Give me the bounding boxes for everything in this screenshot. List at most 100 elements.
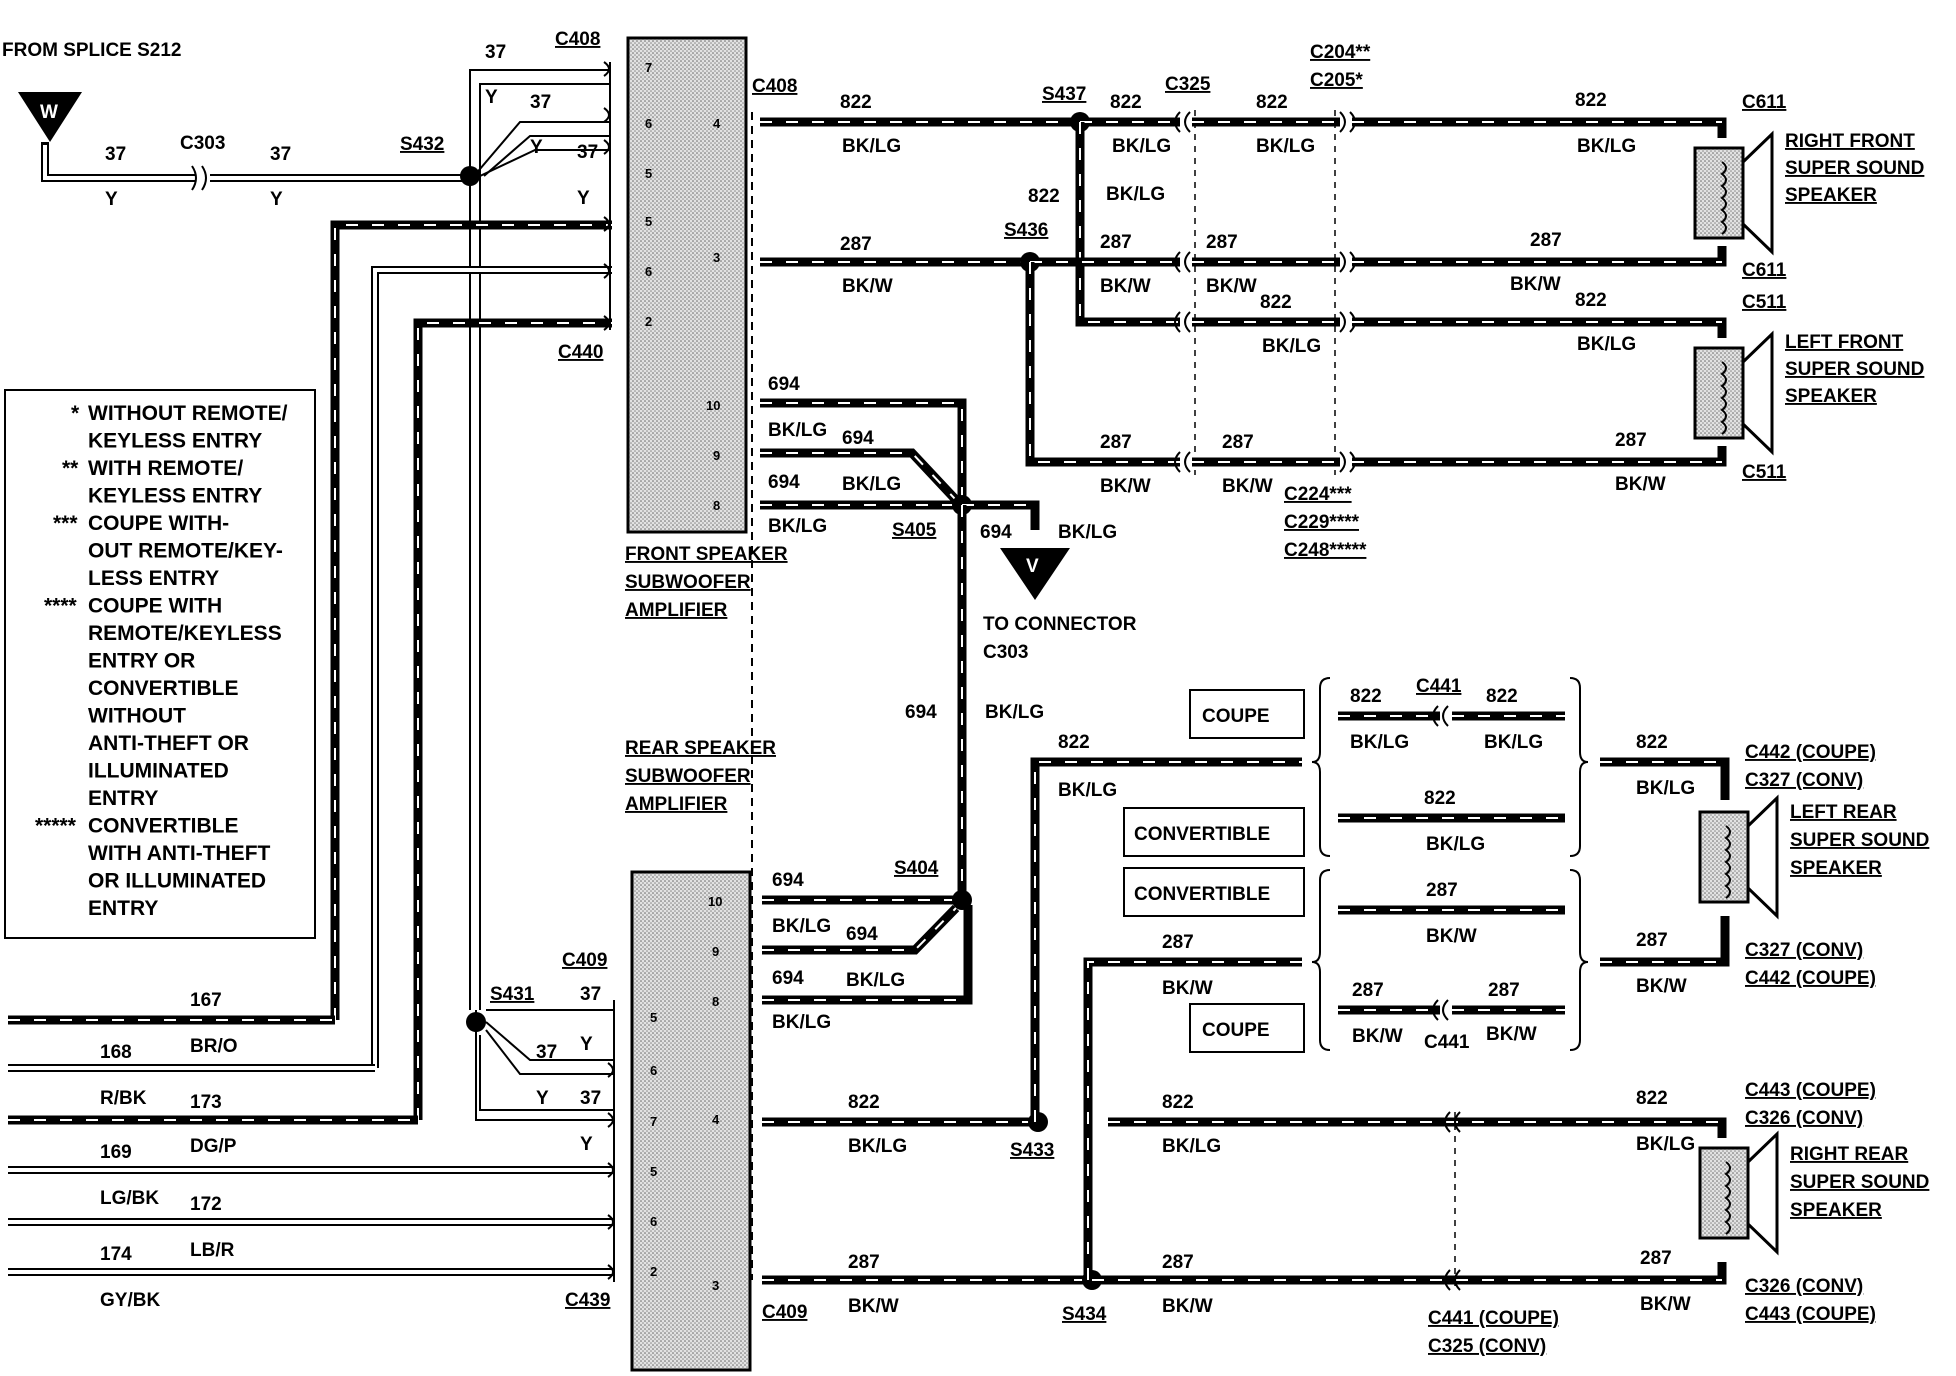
wire-label: 287 [840,234,872,255]
wire-label: BK/LG [1058,522,1117,543]
legend-line: COUPE WITH- [88,512,229,535]
wire-label: BK/W [1100,276,1151,297]
wire-label: RIGHT REAR [1790,1144,1909,1165]
wire-label: 694 [768,374,800,395]
wire-label: BK/LG [1426,834,1485,855]
wire-label: 822 [1486,686,1518,707]
legend-line: ENTRY OR [88,650,195,673]
wire-label: 822 [1260,292,1292,313]
legend-mark: * [71,402,80,425]
wire-y-low: Y [577,188,590,209]
front-amplifier [626,36,748,534]
legend-box [4,389,316,939]
wire-label: BK/LG [1350,732,1409,753]
wire-color-y: Y [105,189,118,210]
wire-label: BK/LG [1112,136,1171,157]
wire-label: 9 [713,448,720,463]
wire-label: BK/W [1352,1026,1403,1047]
legend-line: ILLUMINATED [88,760,229,783]
rear-amp-label-2: SUBWOOFER [625,766,751,787]
legend-line: OR ILLUMINATED [88,870,266,893]
splice-s432: S432 [400,134,444,155]
wire-label: BK/LG [1262,336,1321,357]
legend-line: LESS ENTRY [88,567,219,590]
legend-mark: ***** [35,815,77,838]
wire-label: 822 [1575,290,1607,311]
wire-label: 6 [650,1214,657,1229]
wire-label: BK/W [1486,1024,1537,1045]
legend-line: REMOTE/KEYLESS [88,622,282,645]
splice-s404: S404 [894,858,939,879]
wire-label: Y [580,1134,593,1155]
legend-mark: **** [44,595,78,618]
legend-line: ENTRY [88,897,158,920]
wire-label: 287 [1640,1248,1672,1269]
legend-line: ANTI-THEFT OR [88,732,249,755]
wire-label-37b: 37 [270,144,291,165]
wire-label: 37 [580,1088,601,1109]
wire-label: 287 [1352,980,1384,1001]
left-front-speaker [1693,330,1774,456]
wire-label: 4 [712,1112,720,1127]
splice-s436: S436 [1004,220,1048,241]
wire-label: 822 [1350,686,1382,707]
wire-label: 173 [190,1092,222,1113]
wire-label: LG/BK [100,1188,159,1209]
box-convertible-top: CONVERTIBLE [1134,824,1270,845]
wire-label: BK/W [1222,476,1273,497]
wire-color-yb: Y [270,189,283,210]
connector-c443-coupe-bottom: C443 (COUPE) [1745,1304,1876,1325]
legend-line: CONVERTIBLE [88,815,239,838]
wire-label: 174 [100,1244,132,1265]
wire-label: BK/LG [1577,136,1636,157]
connector-c441-bottom: C441 [1424,1032,1470,1053]
connector-c611-top: C611 [1742,92,1787,113]
wire-label: 822 [1636,1088,1668,1109]
wire-label: BK/LG [1484,732,1543,753]
wire-label: BK/LG [842,136,901,157]
wire-label: 287 [1426,880,1458,901]
right-front-speaker [1693,130,1774,256]
front-amp-label-1: FRONT SPEAKER [625,544,788,565]
legend-line: WITH ANTI-THEFT [88,842,271,865]
wire-37-low: 37 [577,142,598,163]
connector-c511-top: C511 [1742,292,1787,313]
wire-label: R/BK [100,1088,147,1109]
connector-c325-conv: C325 (CONV) [1428,1336,1546,1357]
wire-label: 4 [713,116,721,131]
wire-label: SPEAKER [1790,1200,1882,1221]
wire-label: 287 [1100,232,1132,253]
wire-label: 172 [190,1194,222,1215]
wire-label: 2 [645,314,652,329]
wire-label: 694 [905,702,937,723]
box-coupe-bottom: COUPE [1202,1020,1270,1041]
wire-37-mid: 37 [530,92,551,113]
wire-label: BK/LG [1636,778,1695,799]
front-amp-label-2: SUBWOOFER [625,572,751,593]
wire-label: 6 [645,264,652,279]
v-marker-label: V [1026,556,1039,577]
connector-c327-conv-bottom: C327 (CONV) [1745,940,1863,961]
wire-label: 822 [1575,90,1607,111]
wire-label: BK/W [848,1296,899,1317]
right-rear-speaker [1698,1130,1779,1256]
wire-label: 287 [1162,1252,1194,1273]
wire-label: BK/LG [768,420,827,441]
connector-c442-coupe-top: C442 (COUPE) [1745,742,1876,763]
rear-amp-label-1: REAR SPEAKER [625,738,776,759]
connector-c326-conv-top: C326 (CONV) [1745,1108,1863,1129]
wire-label: SUPER SOUND [1790,1172,1929,1193]
legend-line: KEYLESS ENTRY [88,430,262,453]
legend-line: CONVERTIBLE [88,677,239,700]
legend-line: KEYLESS ENTRY [88,485,262,508]
wire-label: 6 [645,116,652,131]
wire-label: BK/LG [842,474,901,495]
wire-label: 7 [650,1114,657,1129]
w-marker-label: W [40,102,58,123]
front-amp-pins: 7 6 4 5 5 3 6 2 10 9 8 [645,60,721,513]
wire-label: BK/W [1162,1296,1213,1317]
wire-label: 822 [1424,788,1456,809]
legend-line: WITHOUT REMOTE/ [88,402,288,425]
splice-s434: S434 [1062,1304,1107,1325]
